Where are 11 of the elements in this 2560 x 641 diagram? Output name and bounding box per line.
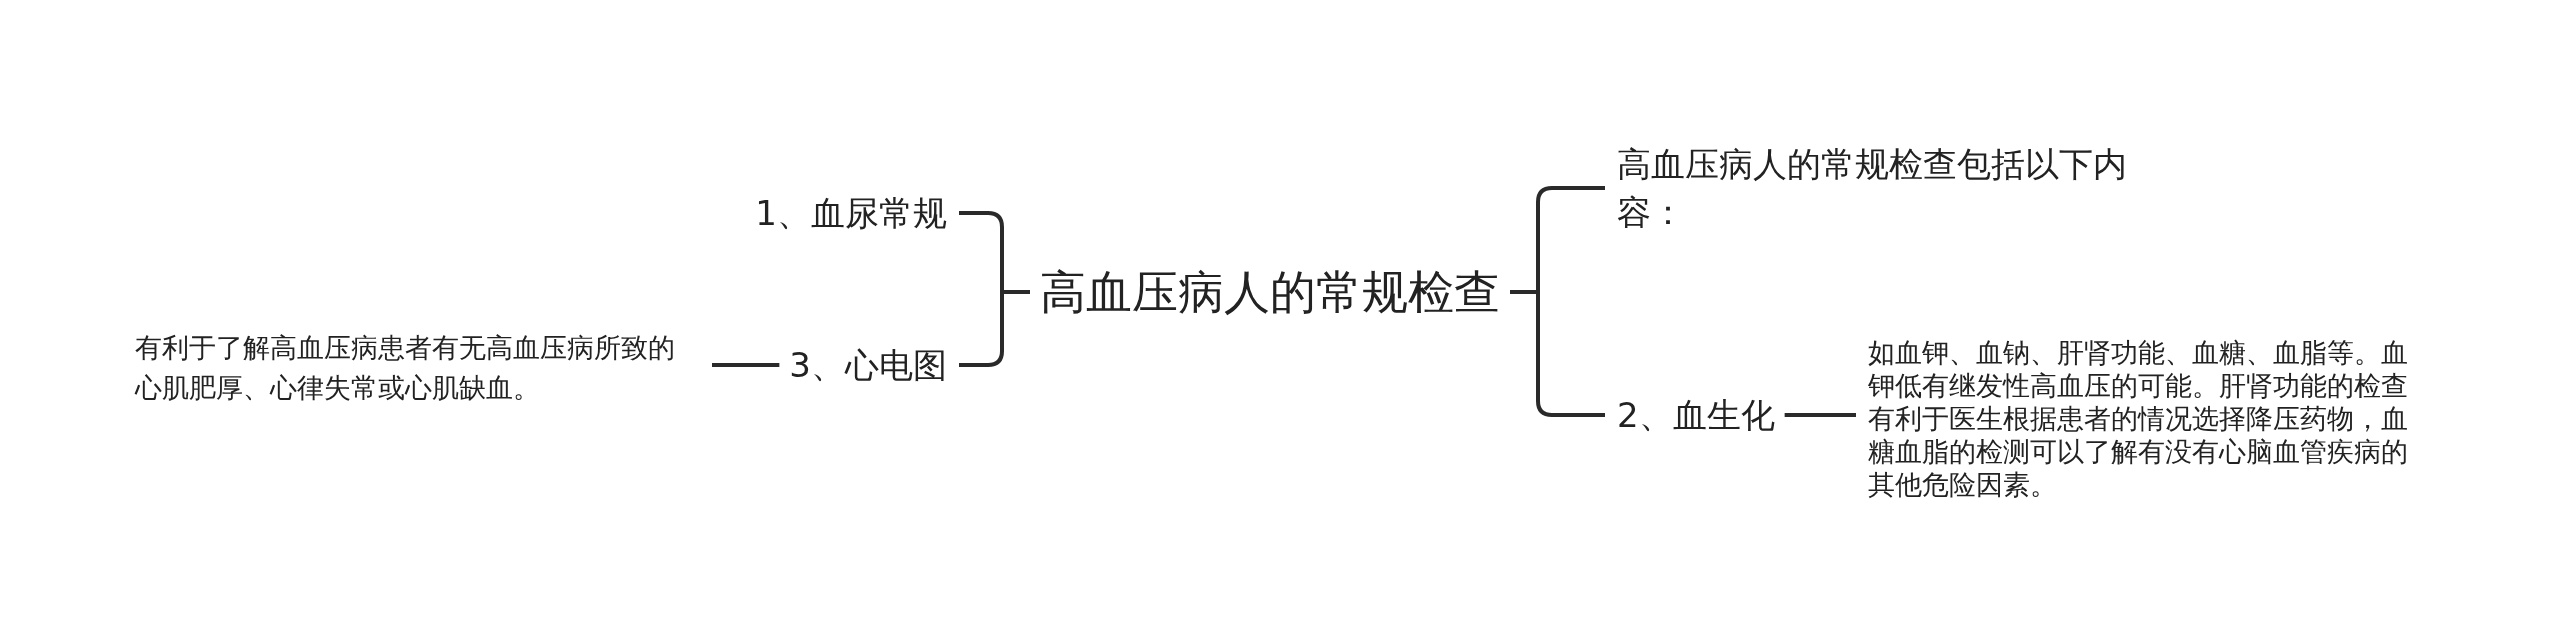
- root-topic: 高血压病人的常规检查: [1040, 263, 1500, 321]
- connector-line: [957, 290, 1032, 367]
- note-text: 如血钾、血钠、肝肾功能、血糖、血脂等。血钾低有继发性高血压的可能。肝肾功能的检查有利于医生根据患者的情况选择降压药物，血糖血脂的检测可以了解有没有心脑血管疾病的其他危险因素。: [1868, 335, 2409, 501]
- connector-line: [1508, 290, 1607, 417]
- topic-label: 1、血尿常规: [755, 191, 947, 235]
- note-text: 有利于了解高血压病患者有无高血压病所致的心肌肥厚、心律失常或心肌缺血。: [135, 331, 676, 405]
- topic-label: 高血压病人的常规检查包括以下内容：: [1617, 143, 2128, 234]
- connector-line: [1784, 413, 1856, 417]
- topic-label: 2、血生化: [1617, 393, 1775, 437]
- connector-line: [712, 363, 780, 367]
- topic-label: 3、心电图: [789, 343, 947, 387]
